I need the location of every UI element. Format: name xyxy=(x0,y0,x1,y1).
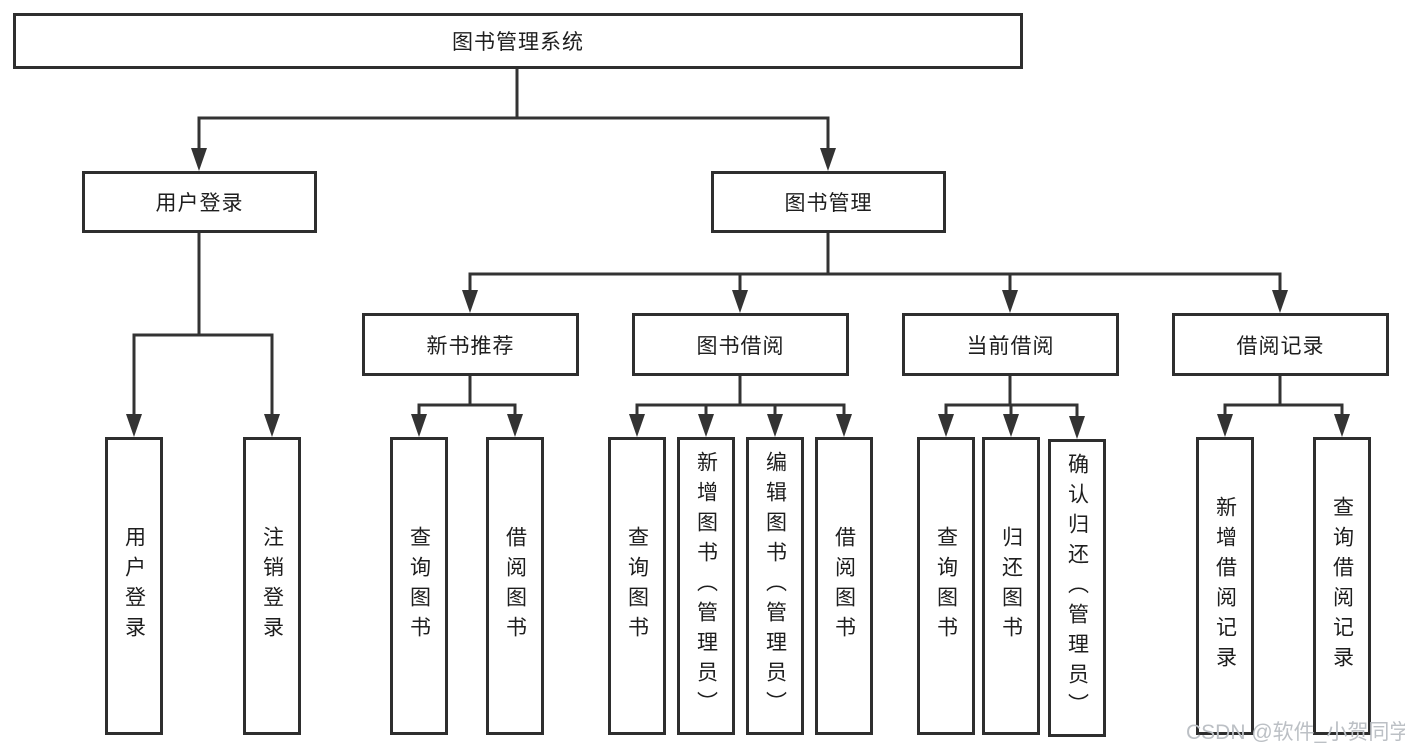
leaf-current-confirm-return-label: 确认归还（管理员） xyxy=(1065,453,1089,723)
node-current-borrow-label: 当前借阅 xyxy=(966,334,1055,358)
node-root: 图书管理系统 xyxy=(13,13,1023,69)
node-current-borrow: 当前借阅 xyxy=(902,313,1119,376)
leaf-records-add: 新增借阅记录 xyxy=(1196,437,1254,735)
node-book-borrow: 图书借阅 xyxy=(632,313,849,376)
leaf-borrow-query: 查询图书 xyxy=(608,437,666,735)
leaf-newbooks-borrow: 借阅图书 xyxy=(486,437,544,735)
leaf-newbooks-query-label: 查询图书 xyxy=(407,526,431,646)
leaf-current-confirm-return: 确认归还（管理员） xyxy=(1048,439,1106,737)
leaf-records-add-label: 新增借阅记录 xyxy=(1213,496,1237,676)
leaf-logout: 注销登录 xyxy=(243,437,301,735)
leaf-records-query: 查询借阅记录 xyxy=(1313,437,1371,735)
connector-current-borrow-to-leaves xyxy=(938,374,1085,439)
leaf-borrow-add-book: 新增图书（管理员） xyxy=(677,437,735,735)
node-root-label: 图书管理系统 xyxy=(452,31,584,54)
leaf-borrow-edit-book-label: 编辑图书（管理员） xyxy=(763,451,787,721)
leaf-current-return: 归还图书 xyxy=(982,437,1040,735)
connector-book-mgmt-to-level3 xyxy=(462,231,1288,313)
node-user-login-label: 用户登录 xyxy=(155,192,244,215)
leaf-borrow-query-label: 查询图书 xyxy=(625,526,649,646)
node-new-books-label: 新书推荐 xyxy=(426,334,515,358)
leaf-current-return-label: 归还图书 xyxy=(999,526,1023,646)
leaf-logout-label: 注销登录 xyxy=(260,526,284,646)
leaf-borrow-edit-book: 编辑图书（管理员） xyxy=(746,437,804,735)
leaf-current-query-label: 查询图书 xyxy=(934,526,958,646)
connector-user-login-to-leaves xyxy=(126,231,280,437)
leaf-current-query: 查询图书 xyxy=(917,437,975,735)
leaf-borrow-borrow-book-label: 借阅图书 xyxy=(832,526,856,646)
leaf-records-query-label: 查询借阅记录 xyxy=(1330,496,1354,676)
node-user-login: 用户登录 xyxy=(82,171,317,233)
leaf-user-login: 用户登录 xyxy=(105,437,163,735)
leaf-borrow-add-book-label: 新增图书（管理员） xyxy=(694,451,718,721)
node-book-borrow-label: 图书借阅 xyxy=(696,334,785,358)
connector-book-borrow-to-leaves xyxy=(629,374,852,437)
csdn-watermark: CSDN @软件_小贺同学 xyxy=(1186,721,1405,744)
node-book-mgmt-label: 图书管理 xyxy=(784,192,873,215)
node-borrow-records-label: 借阅记录 xyxy=(1236,334,1325,358)
leaf-borrow-borrow-book: 借阅图书 xyxy=(815,437,873,735)
leaf-newbooks-borrow-label: 借阅图书 xyxy=(503,526,527,646)
node-borrow-records: 借阅记录 xyxy=(1172,313,1389,376)
node-new-books: 新书推荐 xyxy=(362,313,579,376)
connector-new-books-to-leaves xyxy=(411,374,523,437)
leaf-user-login-label: 用户登录 xyxy=(122,526,146,646)
connector-borrow-records-to-leaves xyxy=(1217,374,1350,437)
leaf-newbooks-query: 查询图书 xyxy=(390,437,448,735)
node-book-mgmt: 图书管理 xyxy=(711,171,946,233)
connector-root-to-level2 xyxy=(191,67,836,171)
